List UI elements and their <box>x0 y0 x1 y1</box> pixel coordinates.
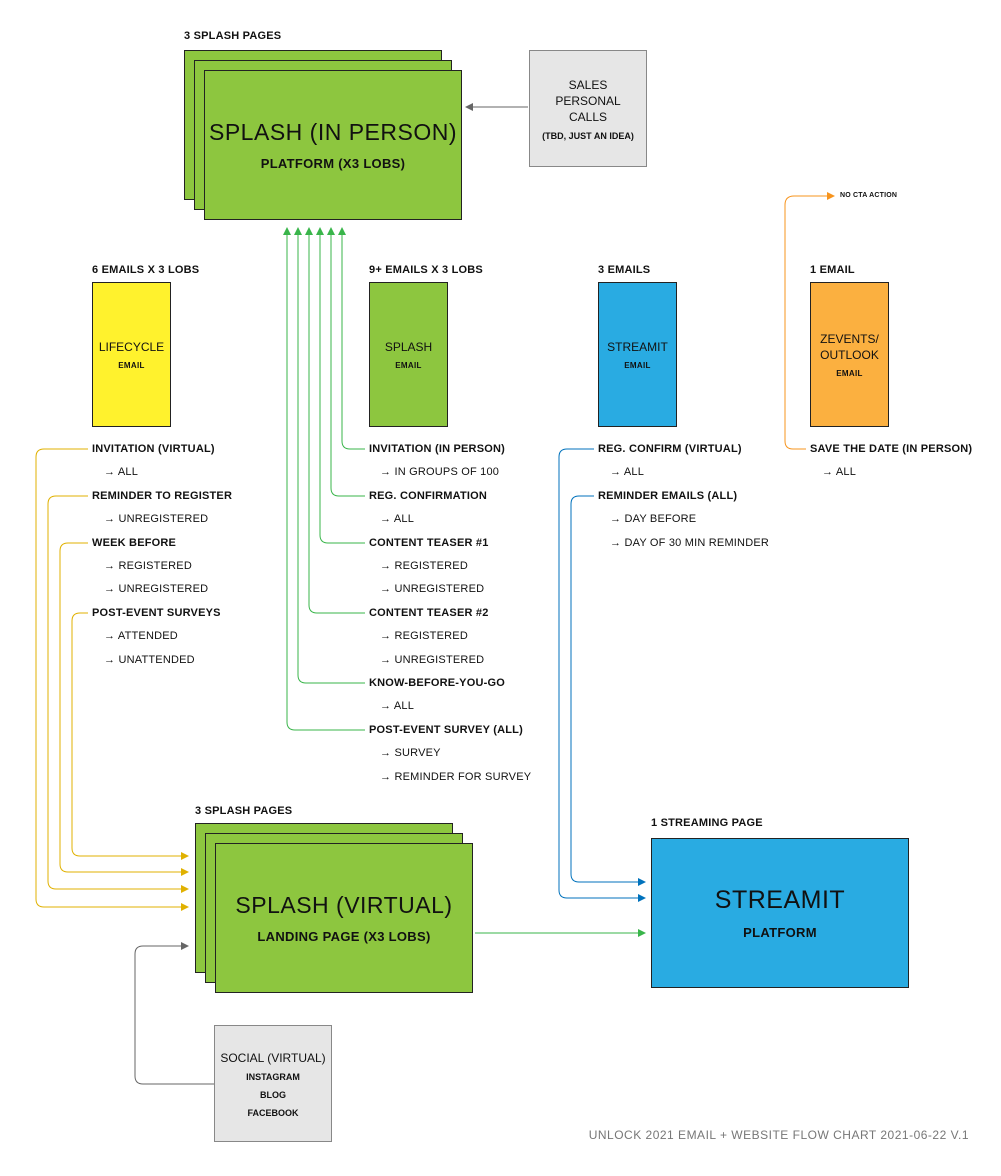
top-splash-title: SPLASH (IN PERSON) <box>209 119 457 145</box>
top-splash-page[interactable]: SPLASH (IN PERSON) PLATFORM (X3 LOBS) <box>204 70 462 220</box>
lifecycle-item-post-event: POST-EVENT SURVEYS <box>92 607 221 619</box>
arrow-splash-survey <box>283 227 365 731</box>
bottom-splash-page[interactable]: SPLASH (VIRTUAL) LANDING PAGE (X3 LOBS) <box>215 843 473 993</box>
splash-email-caption: 9+ EMAILS X 3 LOBS <box>369 264 483 276</box>
streamit-email-tag: EMAIL <box>624 361 651 370</box>
top-splash-caption: 3 SPLASH PAGES <box>184 30 282 42</box>
social-instagram: INSTAGRAM <box>246 1071 300 1082</box>
lifecycle-title: LIFECYCLE <box>98 340 165 354</box>
streamit-email-box[interactable]: STREAMIT EMAIL <box>598 282 677 427</box>
sales-calls-note: (TBD, JUST AN IDEA) <box>542 130 634 141</box>
streamit-item-reg-confirm: REG. CONFIRM (VIRTUAL) <box>598 443 742 455</box>
zevents-item-save-date: SAVE THE DATE (IN PERSON) <box>810 443 973 455</box>
splash-item-teaser-1: CONTENT TEASER #1 <box>369 537 489 549</box>
sales-calls-title: SALES PERSONAL CALLS <box>555 77 621 124</box>
splash-email-title: SPLASH <box>384 340 433 354</box>
streaming-page[interactable]: STREAMIT PLATFORM <box>651 838 909 988</box>
splash-sub: → ALL <box>380 513 415 525</box>
lifecycle-email-box[interactable]: LIFECYCLE EMAIL <box>92 282 171 427</box>
streamit-email-title: STREAMIT <box>607 340 668 354</box>
lifecycle-item-week-before: WEEK BEFORE <box>92 537 177 549</box>
lifecycle-sub: → UNREGISTERED <box>104 513 209 525</box>
splash-item-reg-confirmation: REG. CONFIRMATION <box>369 490 488 502</box>
lifecycle-tag: EMAIL <box>118 361 145 370</box>
arrow-lifecycle-reminder <box>47 495 189 893</box>
top-splash-subtitle: PLATFORM (X3 LOBS) <box>260 156 406 171</box>
social-facebook: FACEBOOK <box>247 1107 299 1118</box>
streaming-subtitle: PLATFORM <box>743 925 817 940</box>
streamit-sub: → ALL <box>610 466 645 478</box>
lifecycle-sub: → ALL <box>104 466 139 478</box>
splash-sub: → UNREGISTERED <box>380 654 485 666</box>
bottom-splash-caption: 3 SPLASH PAGES <box>195 805 293 817</box>
social-blog: BLOG <box>260 1089 286 1100</box>
splash-sub: → UNREGISTERED <box>380 583 485 595</box>
splash-item-know-before: KNOW-BEFORE-YOU-GO <box>369 677 505 689</box>
splash-sub: → REMINDER FOR SURVEY <box>380 771 532 783</box>
social-title: SOCIAL (VIRTUAL) <box>220 1050 326 1065</box>
footer-caption: UNLOCK 2021 EMAIL + WEBSITE FLOW CHART 2… <box>588 1128 969 1142</box>
splash-item-post-event-survey: POST-EVENT SURVEY (ALL) <box>369 724 523 736</box>
arrow-splash-teaser1 <box>316 227 365 544</box>
zevents-sub: → ALL <box>822 466 857 478</box>
arrow-splash-teaser2 <box>305 227 365 614</box>
streamit-item-reminder: REMINDER EMAILS (ALL) <box>598 490 738 502</box>
splash-sub: → IN GROUPS OF 100 <box>380 466 500 478</box>
streaming-caption: 1 STREAMING PAGE <box>651 817 763 829</box>
lifecycle-item-reminder: REMINDER TO REGISTER <box>92 490 233 502</box>
lifecycle-caption: 6 EMAILS X 3 LOBS <box>92 264 200 276</box>
splash-sub: → SURVEY <box>380 747 441 759</box>
lifecycle-sub: → UNREGISTERED <box>104 583 209 595</box>
bottom-splash-subtitle: LANDING PAGE (X3 LOBS) <box>257 929 431 944</box>
no-cta-label: NO CTA ACTION <box>840 192 898 199</box>
streamit-email-caption: 3 EMAILS <box>598 264 651 276</box>
zevents-email-box[interactable]: ZEVENTS/ OUTLOOK EMAIL <box>810 282 889 427</box>
bottom-splash-title: SPLASH (VIRTUAL) <box>235 892 453 918</box>
arrow-splash-invitation <box>338 227 365 450</box>
streaming-title: STREAMIT <box>714 886 846 914</box>
splash-email-box[interactable]: SPLASH EMAIL <box>369 282 448 427</box>
arrow-lifecycle-survey <box>71 612 189 860</box>
zevents-title-1: ZEVENTS/ <box>820 332 879 346</box>
splash-sub: → REGISTERED <box>380 560 468 572</box>
streamit-sub: → DAY BEFORE <box>610 513 697 525</box>
social-box[interactable]: SOCIAL (VIRTUAL) INSTAGRAM BLOG FACEBOOK <box>214 1025 332 1142</box>
lifecycle-sub: → REGISTERED <box>104 560 192 572</box>
arrow-splash-reg <box>327 227 365 497</box>
streamit-sub: → DAY OF 30 MIN REMINDER <box>610 537 770 549</box>
splash-item-invitation: INVITATION (IN PERSON) <box>369 443 505 455</box>
splash-email-tag: EMAIL <box>395 361 422 370</box>
splash-item-teaser-2: CONTENT TEASER #2 <box>369 607 489 619</box>
splash-sub: → REGISTERED <box>380 630 468 642</box>
zevents-tag: EMAIL <box>836 369 863 378</box>
sales-calls-box[interactable]: SALES PERSONAL CALLS (TBD, JUST AN IDEA) <box>529 50 647 167</box>
lifecycle-sub: → ATTENDED <box>104 630 178 642</box>
lifecycle-item-invitation: INVITATION (VIRTUAL) <box>92 443 215 455</box>
arrow-splash-know <box>294 227 365 684</box>
zevents-title-2: OUTLOOK <box>820 348 879 362</box>
zevents-email-caption: 1 EMAIL <box>810 264 855 276</box>
lifecycle-sub: → UNATTENDED <box>104 654 195 666</box>
splash-sub: → ALL <box>380 700 415 712</box>
arrow-streamit-reminder <box>570 495 646 886</box>
